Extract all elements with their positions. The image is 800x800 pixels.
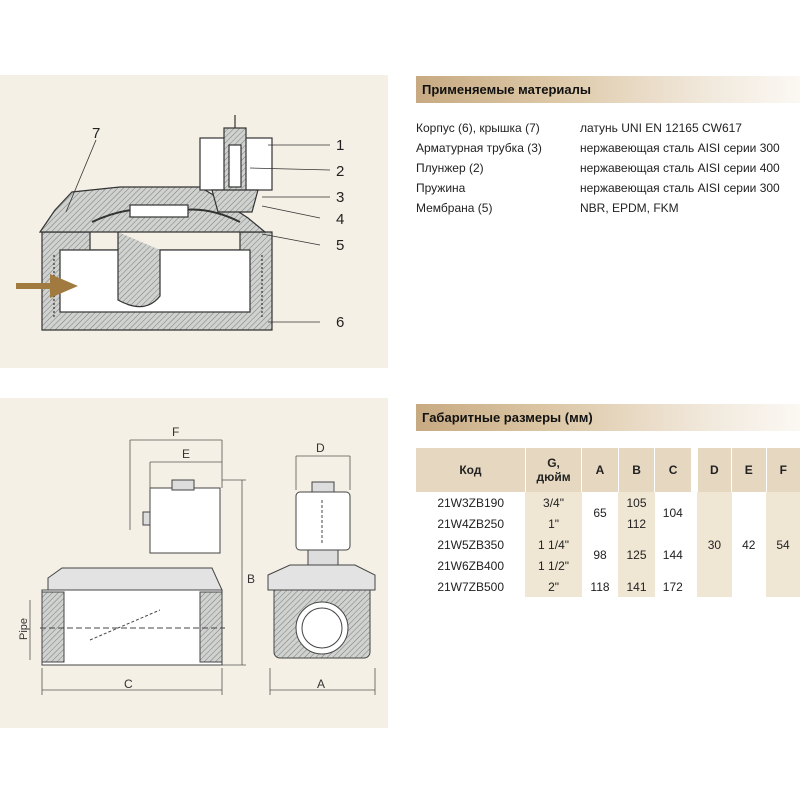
callout-7: 7 — [92, 125, 100, 142]
front-dimension-lines — [269, 455, 376, 695]
dim-label-c: C — [124, 677, 133, 691]
table-row: 21W4ZB250 1" 112 — [416, 513, 800, 534]
callout-1: 1 — [336, 137, 344, 154]
material-value: NBR, EPDM, FKM — [580, 201, 679, 215]
callout-4: 4 — [336, 211, 344, 228]
callout-labels: 7 1 2 3 4 5 6 — [92, 125, 344, 331]
col-header-b: B — [617, 448, 655, 492]
table-row: 21W7ZB500 2" 118 141 172 — [416, 576, 800, 597]
col-header-g: G, дюйм — [524, 448, 582, 492]
material-value: латунь UNI EN 12165 CW617 — [580, 121, 742, 135]
cell-c: 104 — [654, 492, 691, 534]
row-g: 3/4" — [525, 492, 582, 513]
material-name: Мембрана (5) — [416, 201, 493, 215]
table-row: 21W6ZB400 1 1/2" — [416, 555, 800, 576]
cell-a: 65 — [581, 492, 619, 534]
cell-e: 42 — [731, 492, 767, 597]
dim-label-pipe: Pipe — [18, 618, 30, 640]
row-code: 21W7ZB500 — [416, 576, 526, 597]
row-g: 1 1/4" — [525, 534, 582, 555]
col-header-d: D — [696, 448, 732, 492]
material-value: нержавеющая сталь AISI серии 300 — [580, 141, 780, 155]
materials-header: Применяемые материалы — [416, 76, 800, 103]
valve-front-view — [267, 481, 376, 659]
callout-6: 6 — [336, 314, 344, 331]
material-name: Пружина — [416, 181, 466, 195]
row-g: 1 1/2" — [525, 555, 582, 576]
row-code: 21W5ZB350 — [416, 534, 526, 555]
cell-b: 141 — [618, 576, 655, 597]
col-header-c: C — [654, 448, 691, 492]
material-name: Плунжер (2) — [416, 161, 484, 175]
side-dimension-labels: F E C B Pipe — [18, 425, 255, 691]
material-value: нержавеющая сталь AISI серии 400 — [580, 161, 780, 175]
cell-b: 112 — [618, 513, 655, 534]
cell-c: 144 — [654, 534, 691, 576]
table-row: 21W5ZB350 1 1/4" 98 125 144 — [416, 534, 800, 576]
dimensions-table: Код G, дюйм A B C D E F 21W3ZB190 3/4" 6… — [416, 448, 800, 597]
row-code: 21W4ZB250 — [416, 513, 526, 534]
dim-label-f: F — [172, 425, 179, 439]
material-value: нержавеющая сталь AISI серии 300 — [580, 181, 780, 195]
flow-arrow-head-icon — [50, 274, 78, 298]
row-code: 21W3ZB190 — [416, 492, 526, 513]
callout-2: 2 — [336, 163, 344, 180]
cell-f: 54 — [766, 492, 800, 597]
row-code: 21W6ZB400 — [416, 555, 526, 576]
callout-leaders — [65, 139, 331, 323]
callout-5: 5 — [336, 237, 344, 254]
dim-label-a: A — [317, 677, 325, 691]
cell-d: 30 — [697, 492, 732, 597]
col-header-code: Код — [416, 448, 526, 492]
material-name: Корпус (6), крышка (7) — [416, 121, 540, 135]
materials-names: Корпус (6), крышка (7) Арматурная трубка… — [416, 118, 542, 218]
col-header-a: A — [581, 448, 619, 492]
front-dimension-labels: D A — [316, 441, 325, 691]
col-header-e: E — [731, 448, 767, 492]
valve-cross-section — [38, 115, 273, 331]
table-row: 21W3ZB190 3/4" 65 105 104 30 42 54 — [416, 492, 800, 597]
cell-b: 105 — [618, 492, 655, 513]
row-g: 2" — [525, 576, 582, 597]
side-dimension-lines — [29, 439, 246, 695]
cell-a: 118 — [581, 576, 619, 597]
callout-3: 3 — [336, 189, 344, 206]
cell-a: 98 — [581, 534, 619, 576]
dim-label-d: D — [316, 441, 325, 455]
dimensions-header: Габаритные размеры (мм) — [416, 404, 800, 431]
dim-label-b: B — [247, 572, 255, 586]
valve-side-view — [40, 479, 225, 666]
materials-values: латунь UNI EN 12165 CW617 нержавеющая ст… — [580, 118, 780, 218]
col-header-f: F — [765, 448, 800, 492]
dim-label-e: E — [182, 447, 190, 461]
cell-c: 172 — [654, 576, 691, 597]
material-name: Арматурная трубка (3) — [416, 141, 542, 155]
cell-b: 125 — [618, 534, 655, 576]
row-g: 1" — [525, 513, 582, 534]
